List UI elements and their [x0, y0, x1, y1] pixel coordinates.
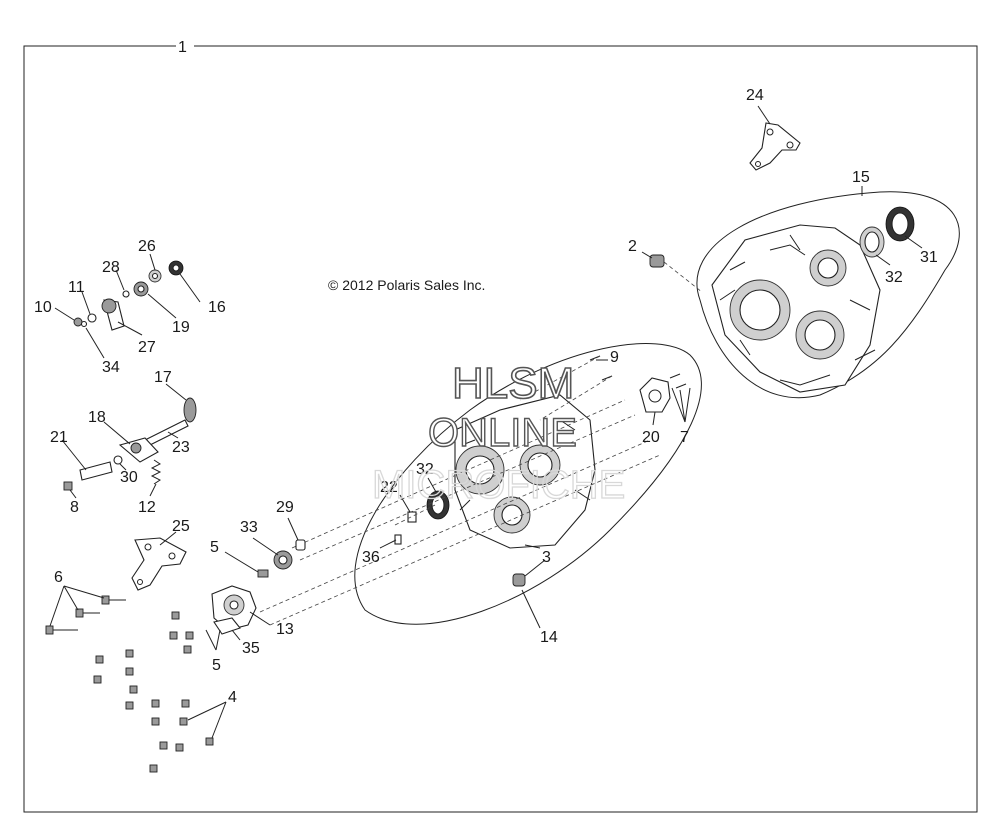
- callout-32-right[interactable]: 32: [885, 269, 903, 286]
- callout-6[interactable]: 6: [54, 569, 63, 586]
- part-33-gear[interactable]: [273, 550, 293, 570]
- callout-24[interactable]: 24: [746, 87, 764, 104]
- callout-36[interactable]: 36: [362, 549, 380, 566]
- part-7-bolts[interactable]: [669, 373, 687, 389]
- part-6-bolts[interactable]: [45, 595, 126, 635]
- callout-28[interactable]: 28: [102, 259, 120, 276]
- callout-26[interactable]: 26: [138, 238, 156, 255]
- callout-19[interactable]: 19: [172, 319, 190, 336]
- callout-15[interactable]: 15: [852, 169, 870, 186]
- callout-32-left[interactable]: 32: [416, 461, 434, 478]
- callout-34[interactable]: 34: [102, 359, 120, 376]
- part-3-drain-plug[interactable]: [512, 573, 526, 587]
- part-25-bracket[interactable]: [131, 537, 187, 591]
- callout-11[interactable]: 11: [68, 279, 85, 296]
- watermark-line-3: MICROFICHE: [372, 463, 625, 507]
- callout-16[interactable]: 16: [208, 299, 226, 316]
- callout-5-lower[interactable]: 5: [212, 657, 221, 674]
- callout-35[interactable]: 35: [242, 640, 260, 657]
- watermark-line-2: ONLINE: [428, 411, 577, 455]
- callout-2[interactable]: 2: [628, 238, 637, 255]
- part-36-pin[interactable]: [394, 534, 402, 545]
- callout-12[interactable]: 12: [138, 499, 156, 516]
- callout-8[interactable]: 8: [70, 499, 79, 516]
- callout-30[interactable]: 30: [120, 469, 138, 486]
- copyright-notice: © 2012 Polaris Sales Inc.: [328, 277, 485, 293]
- part-30-washer[interactable]: [113, 455, 123, 465]
- part-19-nut[interactable]: [133, 281, 149, 297]
- part-10-nut[interactable]: [73, 317, 83, 327]
- part-28-washer[interactable]: [122, 290, 130, 298]
- callout-29[interactable]: 29: [276, 499, 294, 516]
- callout-14[interactable]: 14: [540, 629, 558, 646]
- part-29-bushing[interactable]: [295, 539, 306, 551]
- part-32-seal-right[interactable]: [859, 226, 885, 258]
- callout-17[interactable]: 17: [154, 369, 172, 386]
- watermark-line-1: HLSM: [452, 359, 574, 408]
- callout-33[interactable]: 33: [240, 519, 258, 536]
- callout-21[interactable]: 21: [50, 429, 68, 446]
- part-8-nut[interactable]: [63, 481, 73, 491]
- callout-5-upper[interactable]: 5: [210, 539, 219, 556]
- part-4-bolt-set[interactable]: [93, 611, 214, 773]
- callout-22[interactable]: 22: [380, 479, 398, 496]
- callout-20[interactable]: 20: [642, 429, 660, 446]
- part-27-shift-arm[interactable]: [101, 298, 125, 331]
- callout-4[interactable]: 4: [228, 689, 237, 706]
- part-35-plate[interactable]: [213, 617, 241, 635]
- callout-1[interactable]: 1: [178, 39, 187, 56]
- callout-18[interactable]: 18: [88, 409, 106, 426]
- callout-13[interactable]: 13: [276, 621, 294, 638]
- part-12-spring[interactable]: [150, 459, 162, 485]
- part-34-washer[interactable]: [80, 320, 88, 328]
- part-21-link[interactable]: [79, 461, 113, 481]
- leader-lines: [49, 105, 923, 739]
- part-31-bearing[interactable]: [885, 206, 915, 242]
- callout-7[interactable]: 7: [680, 429, 689, 446]
- part-26-washer[interactable]: [148, 269, 162, 283]
- part-9-pins[interactable]: [519, 355, 613, 421]
- assembly-frame: [23, 45, 978, 813]
- part-2-fitting[interactable]: [649, 254, 703, 293]
- part-32-seal-left[interactable]: [426, 490, 450, 520]
- callout-25[interactable]: 25: [172, 518, 190, 535]
- part-22-dowel[interactable]: [407, 511, 417, 523]
- left-case-half[interactable]: [354, 343, 702, 625]
- part-11-washer[interactable]: [87, 313, 97, 323]
- part-13-shift-drum[interactable]: [211, 585, 257, 631]
- part-17-gear[interactable]: [183, 397, 197, 423]
- callout-23[interactable]: 23: [172, 439, 190, 456]
- callout-3[interactable]: 3: [542, 549, 551, 566]
- part-5-screws-upper[interactable]: [257, 569, 269, 578]
- callout-27[interactable]: 27: [138, 339, 156, 356]
- part-24-bracket[interactable]: [749, 122, 801, 171]
- part-16-bearing[interactable]: [168, 260, 184, 276]
- callout-10[interactable]: 10: [34, 299, 52, 316]
- right-case-half[interactable]: [696, 191, 960, 399]
- callout-9[interactable]: 9: [610, 349, 619, 366]
- part-20-cover[interactable]: [639, 377, 671, 413]
- callout-31[interactable]: 31: [920, 249, 938, 266]
